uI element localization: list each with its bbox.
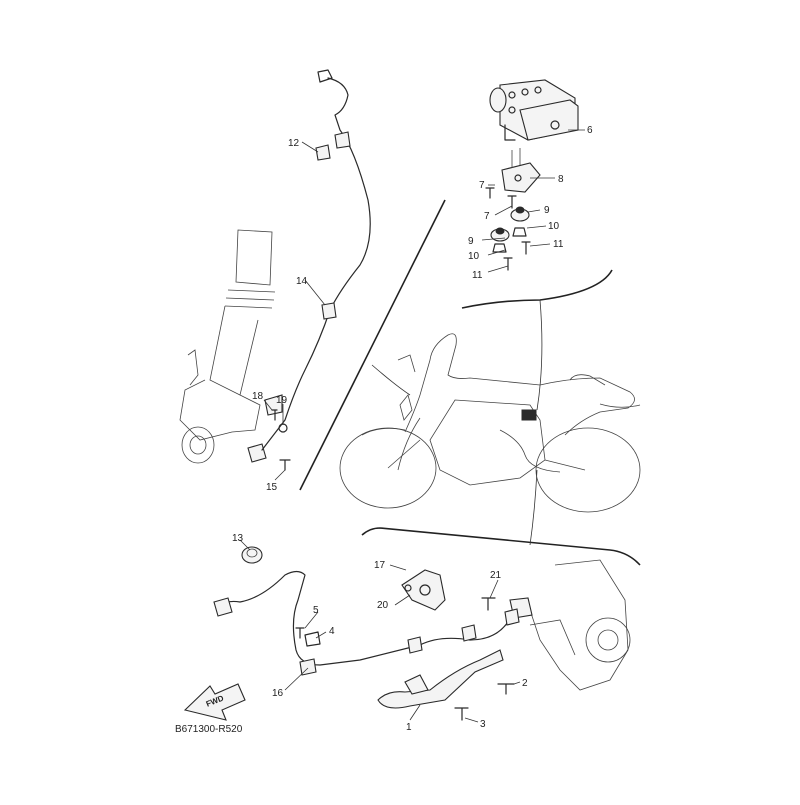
callout-6: 6 — [587, 125, 593, 136]
divider-line-left — [299, 199, 446, 491]
front-fork — [179, 229, 276, 464]
callout-8: 8 — [558, 174, 564, 185]
leader-bike-to-rear — [529, 469, 538, 546]
callout-21: 21 — [490, 570, 502, 581]
callout-15: 15 — [266, 482, 278, 493]
callout-13: 13 — [232, 533, 244, 544]
callout-14: 14 — [296, 276, 308, 287]
callout-20: 20 — [377, 600, 389, 611]
callout-4: 4 — [329, 626, 335, 637]
rear-sensor-bracket — [401, 569, 446, 611]
callout-16: 16 — [272, 688, 284, 699]
abs-grommets — [490, 206, 530, 253]
reference-code: B671300-R520 — [175, 724, 243, 735]
fwd-direction-arrow: FWD — [183, 683, 246, 721]
callout-18: 18 — [252, 391, 264, 402]
callout-7b: 7 — [484, 211, 490, 222]
divider-curve-bottom — [361, 527, 641, 566]
divider-curve-top-right — [461, 269, 613, 309]
rear-swingarm-ghost — [529, 559, 631, 691]
callout-3: 3 — [480, 719, 486, 730]
motorcycle-silhouette — [339, 333, 641, 513]
callout-2: 2 — [522, 678, 528, 689]
abs-hydraulic-unit — [489, 79, 579, 141]
callout-9a: 9 — [544, 205, 550, 216]
callout-5: 5 — [313, 605, 319, 616]
abs-bracket — [501, 148, 541, 193]
callout-1: 1 — [406, 722, 412, 733]
callout-19: 19 — [276, 395, 288, 406]
rear-sensor-harness — [213, 570, 520, 676]
callout-11a: 11 — [553, 239, 564, 250]
callout-17: 17 — [374, 560, 386, 571]
callout-11b: 11 — [472, 270, 483, 281]
front-wheel-sensor — [247, 394, 291, 471]
callout-9b: 9 — [468, 236, 474, 247]
leader-abs-to-bike — [536, 299, 543, 411]
abs-bolts — [485, 187, 531, 271]
callout-12: 12 — [288, 138, 300, 149]
callout-leaders — [239, 129, 585, 723]
rear-brake-pedal — [295, 627, 515, 721]
callout-10b: 10 — [468, 251, 480, 262]
harness-clamp-13 — [241, 546, 263, 564]
leader-bike-to-front — [371, 364, 411, 396]
front-sensor-harness — [261, 69, 371, 451]
callout-7a: 7 — [479, 180, 485, 191]
callout-10a: 10 — [548, 221, 560, 232]
callout-labels: 1 2 3 4 5 6 7 7 8 9 9 10 10 11 11 12 13 … — [232, 125, 593, 733]
